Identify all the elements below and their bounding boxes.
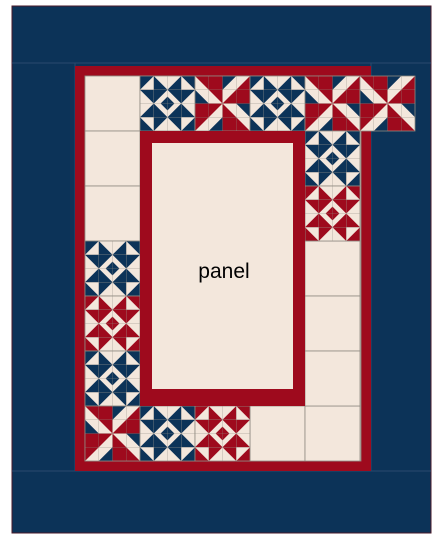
quilt-block [195, 406, 250, 461]
quilt-block [305, 76, 360, 131]
plain-block [85, 131, 140, 186]
quilt-block [140, 76, 195, 131]
quilt-block [305, 186, 360, 241]
quilt-block [85, 241, 140, 296]
quilt-block [85, 296, 140, 351]
quilt-block [250, 76, 305, 131]
quilt-block [140, 406, 195, 461]
plain-block [85, 186, 140, 241]
plain-block [305, 406, 360, 461]
plain-block [305, 296, 360, 351]
plain-block [305, 351, 360, 406]
plain-block [250, 406, 305, 461]
quilt-block [85, 351, 140, 406]
plain-block [85, 76, 140, 131]
quilt-block [360, 76, 415, 131]
quilt-block [85, 406, 140, 461]
panel-label: panel [198, 260, 249, 283]
quilt-block [305, 131, 360, 186]
plain-block [305, 241, 360, 296]
quilt-block [195, 76, 250, 131]
